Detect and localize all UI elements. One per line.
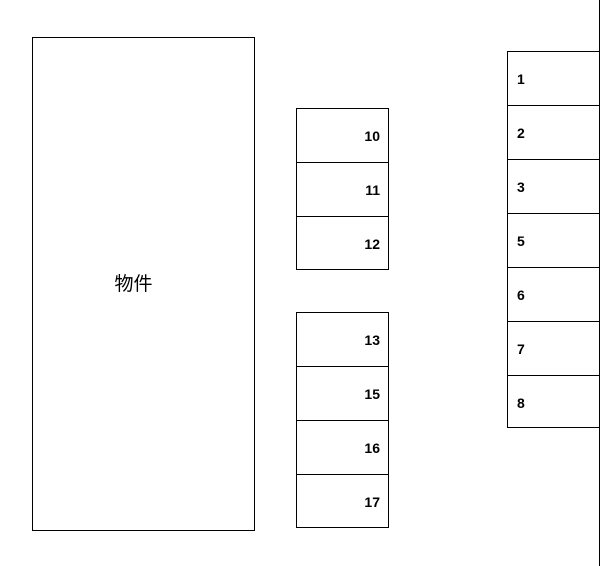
parking-space[interactable]: 1 [508, 52, 599, 106]
parking-space[interactable]: 3 [508, 160, 599, 214]
space-number: 13 [364, 331, 380, 348]
space-number: 17 [364, 494, 380, 510]
parking-space[interactable]: 7 [508, 322, 599, 376]
space-number: 11 [365, 181, 380, 198]
parking-space[interactable]: 13 [297, 313, 388, 367]
space-number: 15 [364, 385, 380, 402]
parking-space[interactable]: 6 [508, 268, 599, 322]
space-number: 6 [517, 286, 525, 303]
parking-space[interactable]: 16 [297, 421, 388, 475]
space-number: 16 [364, 439, 380, 456]
parking-space[interactable]: 2 [508, 106, 599, 160]
parking-block-right: 1 2 3 5 6 7 8 [507, 51, 600, 428]
space-number: 8 [517, 395, 525, 411]
parking-space[interactable]: 10 [297, 109, 388, 163]
parking-space[interactable]: 8 [508, 376, 599, 430]
parking-space[interactable]: 12 [297, 217, 388, 271]
space-number: 12 [364, 236, 380, 252]
parking-block-middle-bottom: 13 15 16 17 [296, 312, 389, 528]
property-label: 物件 [114, 273, 153, 295]
property-building: 物件 [32, 37, 255, 531]
parking-block-middle-top: 10 11 12 [296, 108, 389, 270]
space-number: 5 [517, 232, 525, 249]
parking-space[interactable]: 11 [297, 163, 388, 217]
space-number: 3 [517, 178, 525, 195]
space-number: 1 [517, 70, 525, 87]
space-number: 10 [364, 127, 380, 144]
space-number: 2 [517, 124, 525, 141]
space-number: 7 [517, 340, 525, 357]
parking-space[interactable]: 5 [508, 214, 599, 268]
parking-space[interactable]: 15 [297, 367, 388, 421]
parking-space[interactable]: 17 [297, 475, 388, 529]
